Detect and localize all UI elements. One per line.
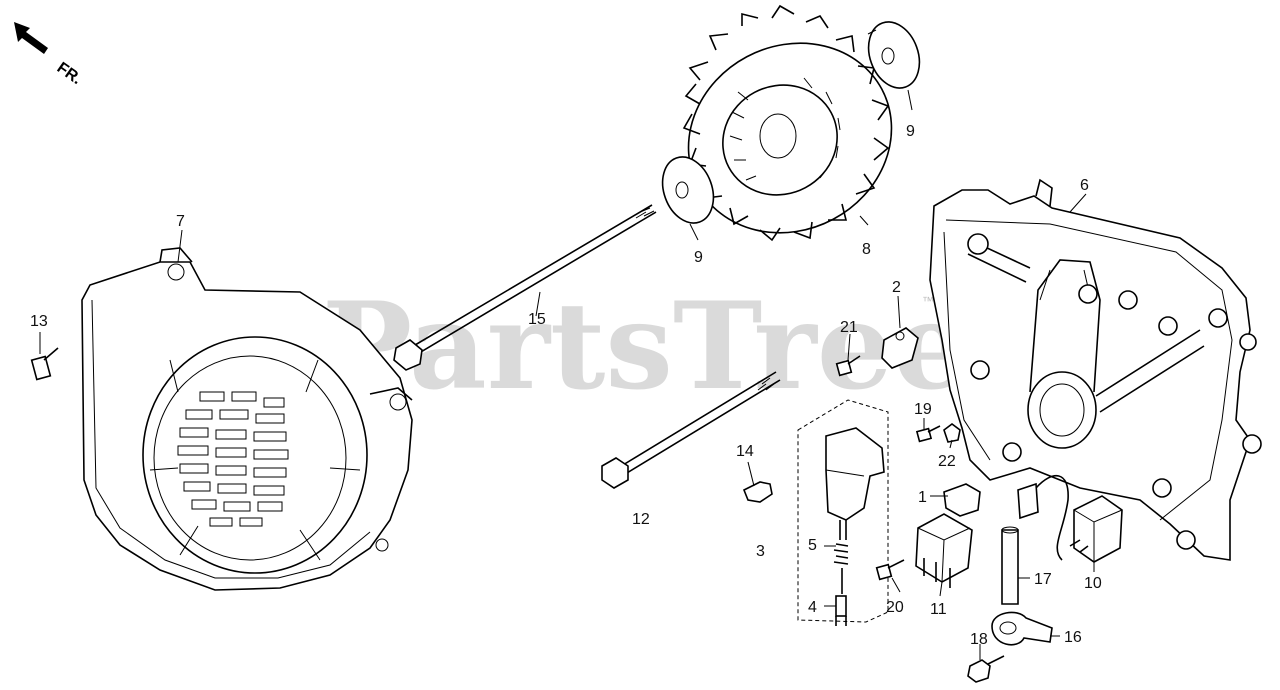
watermark-trademark: ™ [922, 294, 934, 308]
callout-8: 8 [862, 241, 871, 258]
leader-lines [39, 89, 1095, 660]
watermark: PartsTree [322, 276, 969, 417]
callout-9a: 9 [906, 123, 915, 140]
callout-3: 3 [756, 543, 765, 560]
screw-19 [915, 425, 941, 443]
callout-11: 11 [930, 601, 947, 618]
callout-1: 1 [918, 489, 927, 506]
bolt-13 [30, 347, 59, 381]
rectifier-10 [1017, 474, 1123, 563]
callout-5: 5 [808, 537, 817, 554]
callout-7: 7 [176, 213, 185, 230]
crankcase-cover [929, 178, 1262, 561]
callout-15: 15 [528, 311, 546, 328]
washer-lower [661, 156, 715, 224]
nut-21 [835, 355, 861, 377]
callout-4: 4 [808, 599, 817, 616]
callout-13: 13 [30, 313, 48, 330]
callout-6: 6 [1080, 177, 1089, 194]
callout-2: 2 [892, 279, 901, 296]
ignition-coil-assembly [797, 399, 889, 626]
switch-1 [943, 483, 981, 517]
washer-22 [943, 423, 961, 443]
front-arrow-icon: FR. [14, 22, 85, 88]
callout-14: 14 [736, 443, 754, 460]
bolt-12 [601, 371, 781, 489]
callout-18: 18 [970, 631, 988, 648]
fan-cover [81, 247, 413, 591]
callout-10: 10 [1084, 575, 1102, 592]
callout-19: 19 [914, 401, 932, 418]
callout-20: 20 [886, 599, 904, 616]
tube-17 [1001, 526, 1019, 605]
long-bolt-15 [393, 204, 657, 371]
callout-22: 22 [938, 453, 956, 470]
callout-16: 16 [1064, 629, 1082, 646]
callout-12: 12 [632, 511, 650, 528]
callout-17: 17 [1034, 571, 1052, 588]
front-label: FR. [54, 59, 85, 88]
clamp-2 [881, 327, 919, 369]
screw-18 [967, 655, 1005, 683]
callout-9b: 9 [694, 249, 703, 266]
rectifier-11 [915, 513, 973, 588]
washer-upper [867, 21, 921, 89]
screw-20 [875, 559, 905, 581]
cable-clamp-16 [991, 611, 1053, 646]
callouts: 1 2 3 4 5 6 7 8 9 9 10 11 12 13 14 15 16… [30, 123, 1102, 648]
callout-21: 21 [840, 319, 858, 336]
screw-14 [742, 481, 773, 503]
